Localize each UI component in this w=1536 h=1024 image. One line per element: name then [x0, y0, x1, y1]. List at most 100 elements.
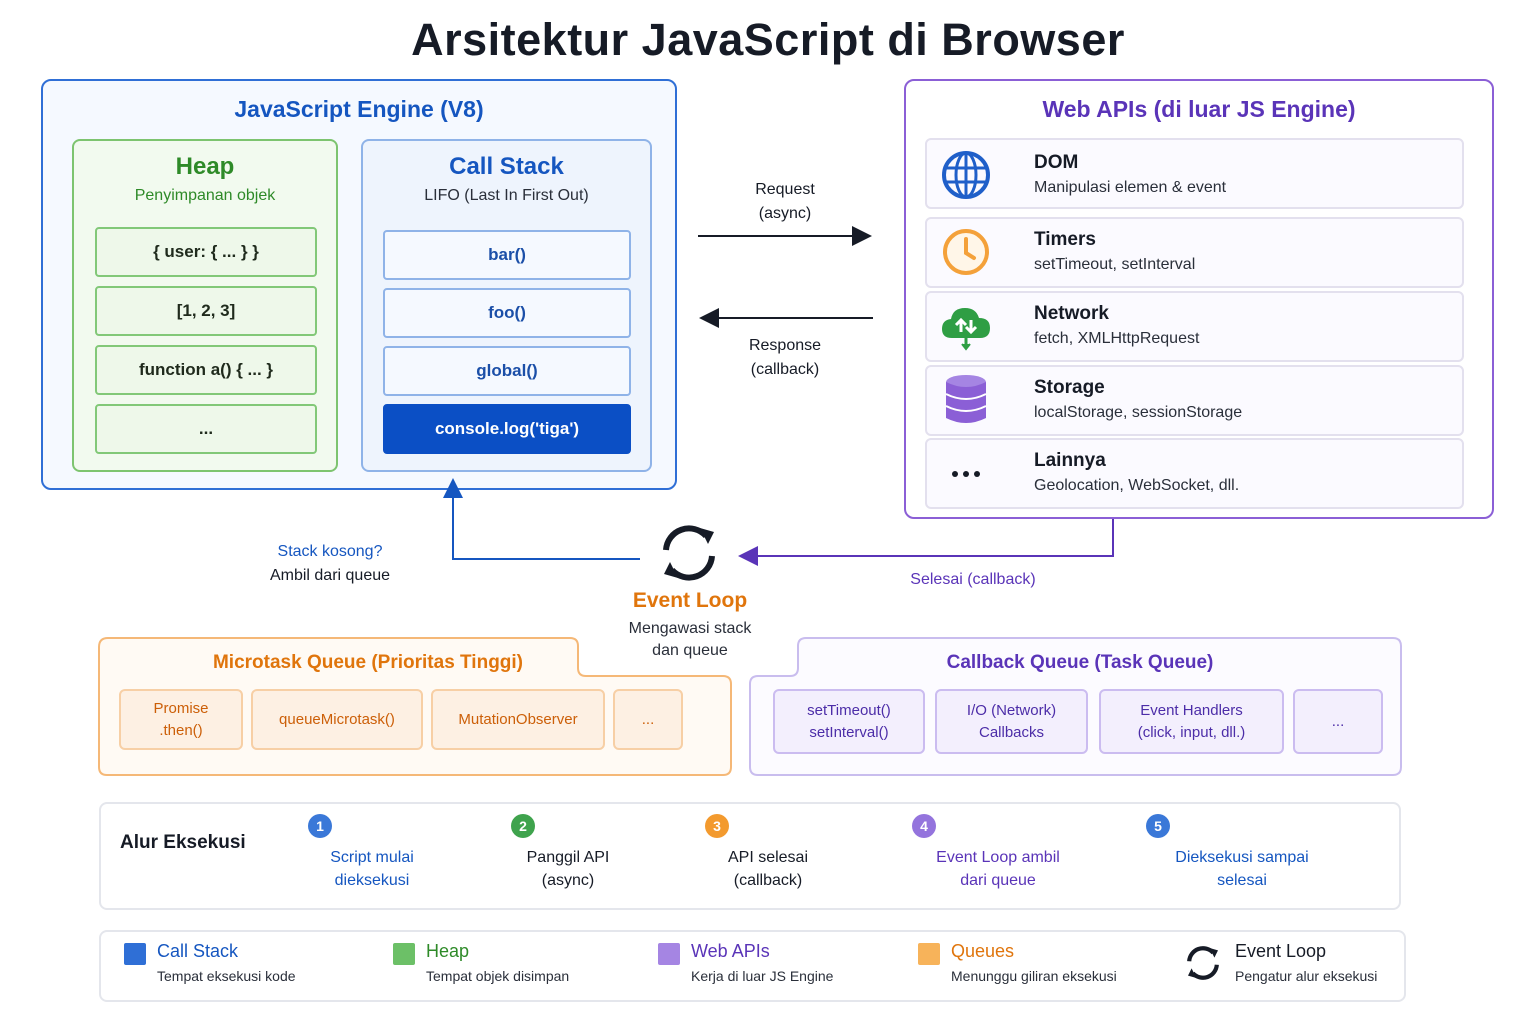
- request-label: Request (async): [725, 178, 845, 226]
- callback-item: setTimeout() setInterval(): [773, 689, 925, 754]
- step-text-line: dari queue: [960, 872, 1036, 889]
- page-title: Arsitektur JavaScript di Browser: [411, 14, 1125, 65]
- response-label: Response (callback): [725, 334, 845, 382]
- request-label-line: (async): [758, 205, 812, 222]
- heap-item: function a() { ... }: [95, 345, 317, 395]
- api-row-storage: [925, 365, 1464, 436]
- api-name: Lainnya: [1034, 450, 1106, 471]
- event-loop-subtitle-line: dan queue: [652, 642, 728, 659]
- step-number: 1: [308, 814, 332, 838]
- legend-panel: [99, 930, 1406, 1002]
- api-name: DOM: [1034, 152, 1079, 173]
- cloud-transfer-icon: [938, 298, 994, 354]
- globe-icon: [938, 147, 994, 203]
- done-callback-label: Selesai (callback): [910, 571, 1036, 588]
- callback-item-line: setInterval(): [809, 723, 889, 741]
- stack-frame: global(): [383, 346, 631, 396]
- stack-empty-question: Stack kosong?: [277, 543, 383, 560]
- legend-desc: Kerja di luar JS Engine: [691, 968, 834, 984]
- callback-item-line: Event Handlers: [1140, 701, 1243, 719]
- callback-item-line: (click, input, dll.): [1137, 723, 1246, 741]
- microtask-item: Promise .then(): [119, 689, 243, 750]
- stack-empty-label: Stack kosong? Ambil dari queue: [250, 540, 410, 588]
- heap-item: ...: [95, 404, 317, 454]
- callback-item-line: ...: [1331, 712, 1345, 730]
- callback-item-line: I/O (Network): [966, 701, 1057, 719]
- legend-desc: Menunggu giliran eksekusi: [951, 968, 1117, 984]
- microtask-item: MutationObserver: [431, 689, 605, 750]
- web-apis-title: Web APIs (di luar JS Engine): [1042, 96, 1356, 122]
- event-loop-subtitle-line: Mengawasi stack: [628, 620, 752, 637]
- legend-desc: Tempat objek disimpan: [426, 968, 570, 984]
- database-icon: [938, 372, 994, 428]
- legend-name: Call Stack: [157, 941, 239, 961]
- heap-item: { user: { ... } }: [95, 227, 317, 277]
- legend-desc: Tempat eksekusi kode: [157, 968, 296, 984]
- clock-icon: [938, 224, 994, 280]
- legend-name: Web APIs: [691, 941, 770, 961]
- step-text-line: Dieksekusi sampai: [1175, 849, 1309, 866]
- api-name: Network: [1034, 303, 1109, 324]
- more-icon: [938, 446, 994, 502]
- legend-swatch: [658, 943, 680, 965]
- step-text: Event Loop ambil dari queue: [908, 846, 1088, 892]
- legend-swatch: [124, 943, 146, 965]
- step-text-line: API selesai: [727, 849, 809, 866]
- request-label-line: Request: [755, 181, 815, 198]
- callback-item: ...: [1293, 689, 1383, 754]
- callback-item-line: setTimeout(): [807, 701, 891, 719]
- webapi-to-event-loop-arrow: [738, 519, 1114, 566]
- heap-item: [1, 2, 3]: [95, 286, 317, 336]
- api-row-timers: [925, 217, 1464, 288]
- api-name: Storage: [1034, 377, 1105, 398]
- step-number: 2: [511, 814, 535, 838]
- step-number: 4: [912, 814, 936, 838]
- js-engine-title: JavaScript Engine (V8): [234, 96, 484, 122]
- microtask-queue-title: Microtask Queue (Prioritas Tinggi): [212, 652, 524, 673]
- api-desc: fetch, XMLHttpRequest: [1034, 330, 1200, 347]
- event-loop-subtitle: Mengawasi stack dan queue: [600, 618, 780, 662]
- microtask-item: ...: [613, 689, 683, 750]
- api-row-other: [925, 438, 1464, 509]
- microtask-item-line: .then(): [159, 721, 203, 739]
- stack-frame: foo(): [383, 288, 631, 338]
- api-name: Timers: [1034, 229, 1096, 250]
- legend-swatch: [918, 943, 940, 965]
- legend-name: Event Loop: [1235, 941, 1327, 961]
- step-text-line: selesai: [1217, 872, 1267, 889]
- step-text: Dieksekusi sampai selesai: [1152, 846, 1332, 892]
- step-text-line: dieksekusi: [334, 872, 410, 889]
- api-row-dom: [925, 138, 1464, 209]
- stack-empty-action: Ambil dari queue: [269, 567, 391, 584]
- step-text: Panggil API (async): [478, 846, 658, 892]
- microtask-item-line: MutationObserver: [458, 710, 578, 728]
- step-text-line: Panggil API: [526, 849, 610, 866]
- callback-item-line: Callbacks: [978, 723, 1045, 741]
- api-desc: Manipulasi elemen & event: [1034, 179, 1227, 196]
- event-loop-icon: [654, 520, 724, 586]
- step-text-line: Event Loop ambil: [936, 849, 1060, 866]
- event-loop-title: Event Loop: [632, 589, 748, 612]
- heap-title: Heap: [175, 153, 235, 180]
- stack-frame-active: console.log('tiga'): [383, 404, 631, 454]
- step-text-line: Script mulai: [330, 849, 414, 866]
- callback-queue-title: Callback Queue (Task Queue): [946, 652, 1214, 673]
- legend-name: Heap: [426, 941, 470, 961]
- call-stack-subtitle: LIFO (Last In First Out): [424, 187, 589, 204]
- microtask-item-line: queueMicrotask(): [279, 710, 395, 728]
- callback-item: I/O (Network) Callbacks: [935, 689, 1088, 754]
- step-number: 5: [1146, 814, 1170, 838]
- step-text: Script mulai dieksekusi: [282, 846, 462, 892]
- call-stack-title: Call Stack: [449, 153, 564, 180]
- step-text-line: (callback): [733, 872, 803, 889]
- step-text-line: (async): [541, 872, 595, 889]
- api-desc: setTimeout, setInterval: [1034, 256, 1196, 273]
- execution-flow-title: Alur Eksekusi: [120, 832, 246, 853]
- heap-subtitle: Penyimpanan objek: [134, 187, 276, 204]
- microtask-item-line: Promise: [153, 699, 209, 717]
- api-row-network: [925, 291, 1464, 362]
- stack-frame: bar(): [383, 230, 631, 280]
- loop-icon: [1182, 942, 1224, 984]
- response-label-line: Response: [748, 337, 822, 354]
- microtask-item: queueMicrotask(): [251, 689, 423, 750]
